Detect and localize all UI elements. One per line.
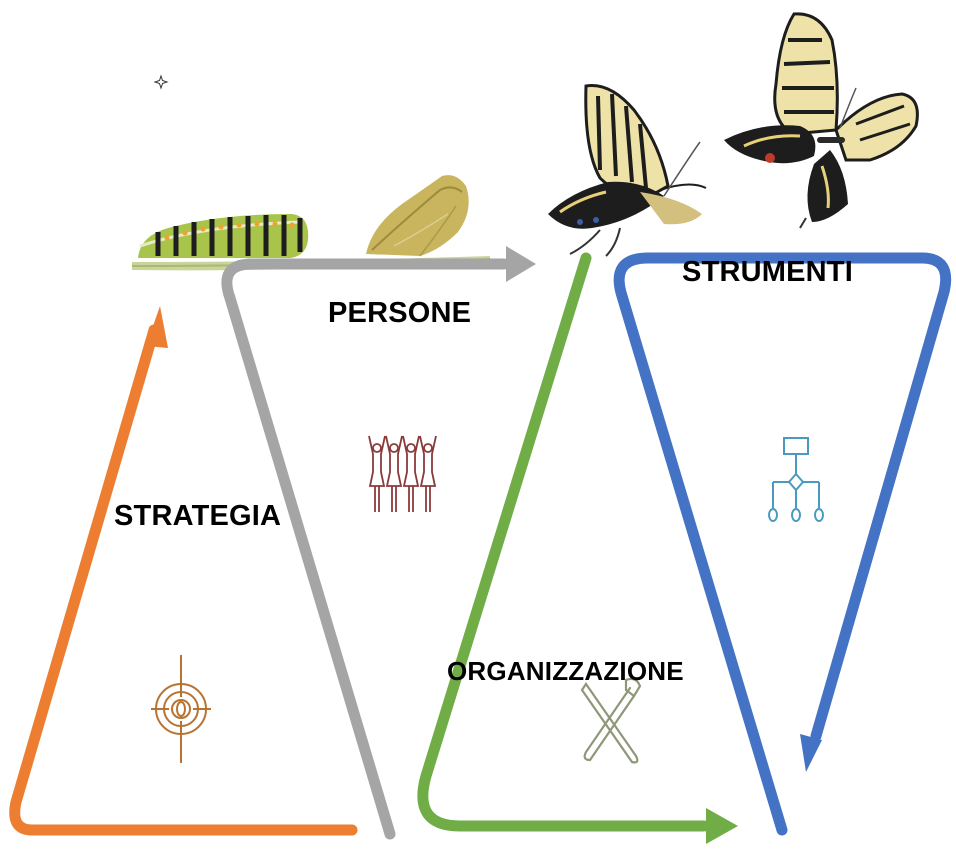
persone-arrow bbox=[221, 258, 510, 840]
chrysalis-image bbox=[366, 175, 469, 257]
sparkle-icon bbox=[153, 74, 169, 90]
organizzazione-label: ORGANIZZAZIONE bbox=[447, 656, 684, 686]
organizzazione-arrowhead bbox=[706, 808, 738, 844]
target-icon bbox=[151, 655, 211, 763]
strumenti-label: STRUMENTI bbox=[682, 256, 853, 288]
butterfly-flying-image bbox=[724, 12, 919, 229]
strategia-arrowhead bbox=[146, 306, 168, 348]
caterpillar-image bbox=[138, 214, 309, 258]
people-icon bbox=[368, 435, 437, 512]
persone-label: PERSONE bbox=[328, 297, 472, 329]
strategia-label: STRATEGIA bbox=[114, 500, 282, 532]
persone-arrowhead bbox=[506, 246, 536, 282]
org-chart-icon bbox=[768, 437, 824, 522]
strumenti-arrow bbox=[613, 252, 952, 836]
strumenti-arrowhead bbox=[800, 734, 822, 772]
butterfly-emerging-image bbox=[548, 84, 707, 257]
strategia-arrow bbox=[9, 324, 358, 836]
organizzazione-arrow bbox=[417, 252, 710, 832]
tools-icon bbox=[580, 677, 642, 764]
